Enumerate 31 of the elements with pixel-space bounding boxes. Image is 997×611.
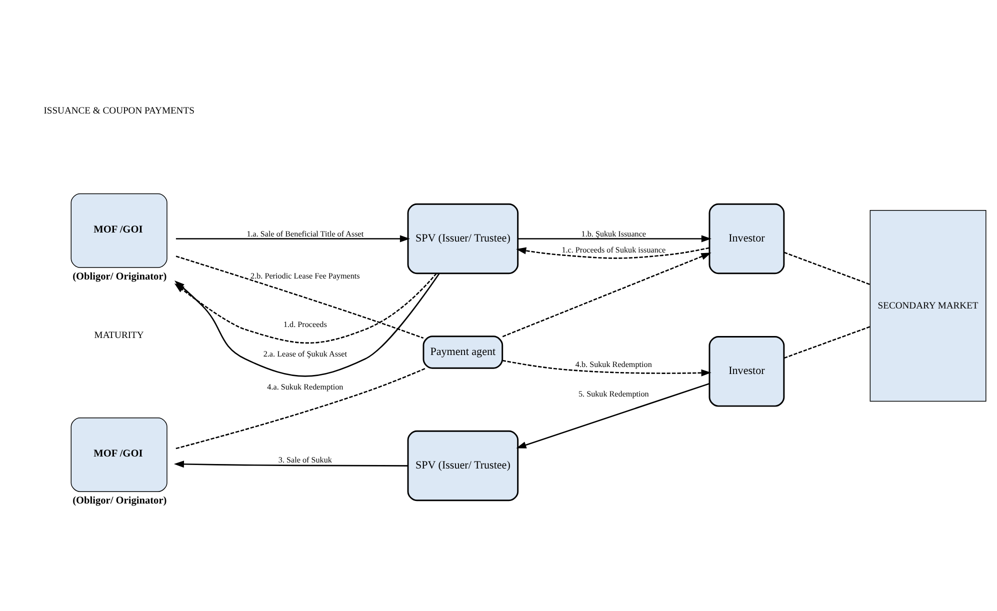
node-box: SECONDARY MARKET bbox=[870, 210, 986, 402]
arrow bbox=[518, 234, 712, 242]
label: MATURITY bbox=[94, 329, 144, 340]
arrow bbox=[176, 234, 410, 242]
node-box: Investor bbox=[708, 202, 785, 274]
connector bbox=[784, 251, 870, 285]
node-label: (Obligor/ Originator) bbox=[72, 495, 167, 506]
label: ISSUANCE & COUPON PAYMENTS bbox=[44, 105, 194, 116]
edge-label: 3. Sale of Sukuk bbox=[278, 455, 332, 464]
node-box: SPV (Issuer/ Trustee) bbox=[407, 202, 519, 274]
node-box: Investor bbox=[708, 336, 785, 406]
connector bbox=[784, 326, 870, 358]
arrow bbox=[516, 246, 710, 258]
edge-label: 2.a. Lease of Şukuk Asset bbox=[263, 349, 347, 358]
arrow bbox=[516, 382, 710, 448]
edge-label: 1.a. Sale of Beneficial Title of Asset bbox=[246, 228, 364, 238]
arrow bbox=[502, 252, 712, 337]
connector bbox=[176, 255, 424, 338]
edge-label: 1.b. Şukuk Issuance bbox=[581, 228, 646, 238]
arrow bbox=[502, 359, 712, 376]
edge-label: 4.b. Sukuk Redemption bbox=[575, 359, 652, 368]
edge-label: 1.c. Proceeds of Sukuk issuance bbox=[562, 245, 666, 254]
connector bbox=[176, 367, 426, 449]
node-box: Payment agent bbox=[422, 335, 504, 368]
edge-label: 4.a. Sukuk Redemption bbox=[267, 382, 344, 392]
edge-label: 1.d. Proceeds bbox=[283, 320, 327, 329]
node-label: (Obligor/ Originator) bbox=[72, 270, 167, 282]
node-box: SPV (Issuer/ Trustee) bbox=[407, 430, 519, 501]
edge-label: 2.b. Periodic Lease Fee Payments bbox=[250, 270, 360, 280]
arrow bbox=[174, 460, 408, 468]
edge-label: 5. Sukuk Redemption bbox=[578, 388, 649, 398]
